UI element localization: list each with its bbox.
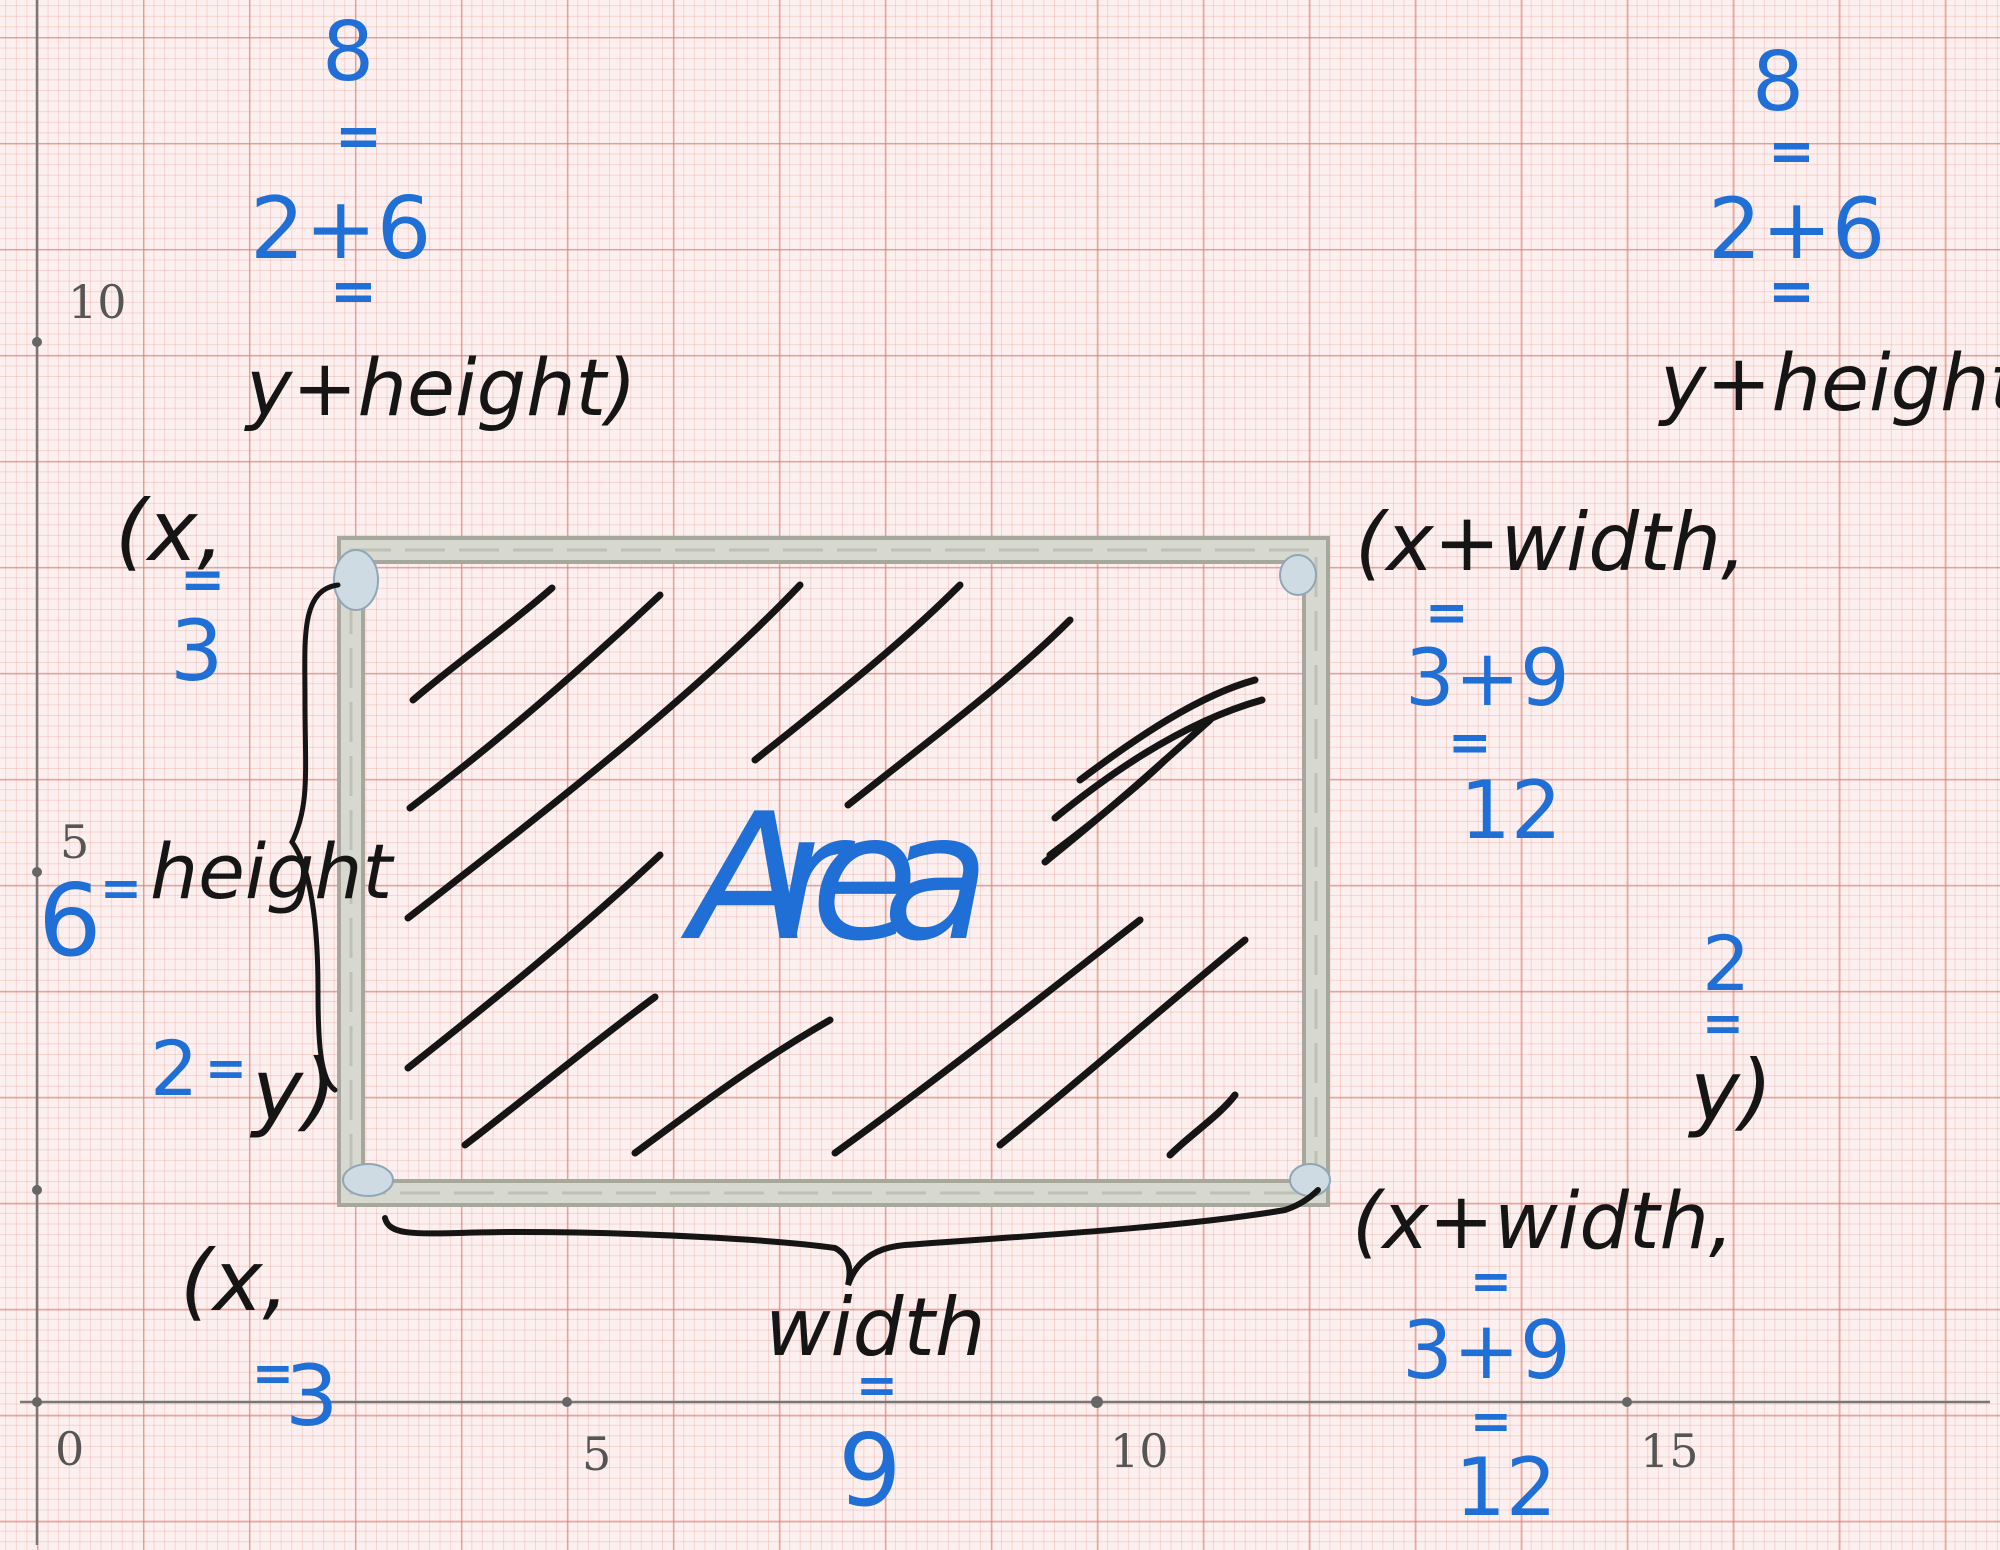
tr-eq1: =	[1768, 119, 1815, 184]
tr-y-term: y+height)	[1658, 339, 2000, 429]
bl-eq1: =	[205, 1039, 247, 1097]
br-y-term: y)	[1687, 1042, 1772, 1140]
tl-x-term: (x,	[115, 482, 224, 580]
x-tick-15: 15	[1640, 1424, 1699, 1478]
br-y-value: 2	[1702, 919, 1750, 1008]
tr-eq4: =	[1448, 713, 1492, 773]
x-tick-0: 0	[55, 1422, 84, 1476]
hatch-lines	[404, 581, 1266, 1159]
br-x-expr: 3+9	[1402, 1304, 1571, 1397]
x-tick-10: 10	[1110, 1424, 1169, 1478]
tr-eq2: =	[1768, 259, 1815, 324]
area-label: Area	[680, 777, 990, 980]
height-equals: =	[100, 859, 142, 917]
bl-y-value: 2	[150, 1024, 198, 1113]
tr-y-value: 8	[1752, 35, 1804, 130]
bl-y-term: y)	[249, 1041, 336, 1141]
tl-eq1: =	[335, 104, 382, 169]
tl-y-expr: 2+6	[250, 179, 432, 279]
tr-x-expr: 3+9	[1405, 634, 1570, 724]
tl-eq2: =	[330, 259, 377, 324]
axis-dots	[32, 337, 1632, 1408]
x-tick-5: 5	[582, 1427, 611, 1481]
width-brace	[382, 1187, 1321, 1287]
corner-bottom-right: 2 = y) (x+width, = 3+9 = 12	[1352, 919, 1772, 1534]
width-label: width	[765, 1281, 986, 1374]
tl-y-value: 8	[322, 5, 374, 100]
height-value: 6	[38, 862, 102, 979]
frame-knots	[333, 549, 1331, 1197]
tr-x-term: (x+width,	[1355, 496, 1747, 589]
bl-x-value: 3	[285, 1347, 338, 1445]
br-x-term: (x+width,	[1352, 1177, 1734, 1267]
bl-eq2: =	[252, 1344, 294, 1402]
area-rectangle	[333, 536, 1331, 1207]
tl-eq3: =	[180, 548, 225, 611]
bl-x-term: (x,	[180, 1232, 289, 1330]
y-tick-5: 5	[60, 815, 89, 869]
width-value: 9	[838, 1412, 902, 1529]
br-eq1: =	[1702, 994, 1744, 1052]
height-brace	[289, 582, 341, 1093]
tr-x-value: 12	[1460, 764, 1562, 857]
y-tick-10: 10	[68, 275, 127, 329]
corner-bottom-left: 2 = y) (x, = 3	[150, 1024, 338, 1445]
tl-x-value: 3	[170, 602, 223, 700]
tl-y-term: y+height)	[244, 344, 637, 434]
height-label: height	[150, 827, 395, 916]
br-x-value: 12	[1455, 1441, 1557, 1534]
tr-y-expr: 2+6	[1708, 180, 1885, 278]
br-eq2: =	[1470, 1252, 1512, 1310]
tr-eq3: =	[1425, 583, 1469, 643]
br-eq3: =	[1470, 1392, 1512, 1450]
corner-top-right: 8 = 2+6 = y+height) (x+width, = 3+9 = 12	[1355, 35, 2000, 857]
corner-top-left: 8 = 2+6 = y+height) (x, = 3	[115, 5, 637, 700]
width-equals: =	[856, 1356, 898, 1414]
axes	[20, 0, 1990, 1545]
